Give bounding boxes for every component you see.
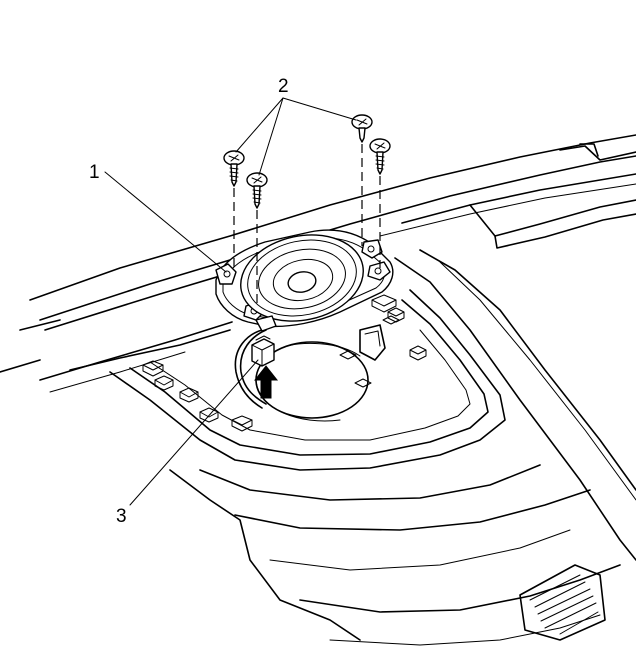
callout-2-label: 2 xyxy=(278,76,289,97)
speaker-wiring-harness xyxy=(234,329,267,409)
screw-center-left xyxy=(246,172,268,209)
screw-center-right xyxy=(351,114,373,143)
screw-right xyxy=(369,138,391,175)
radio-speaker xyxy=(215,229,394,332)
mounting-boss-group xyxy=(142,294,427,432)
up-arrow-icon xyxy=(253,365,279,399)
callout-leaders xyxy=(104,97,357,506)
callout-2-leader-a xyxy=(235,97,284,153)
callout-1-leader xyxy=(104,171,227,273)
callout-3-leader xyxy=(129,359,259,506)
screw-alignment-lines xyxy=(233,144,381,308)
screw-left xyxy=(223,150,245,187)
callout-2-leader-c xyxy=(282,97,357,121)
callout-3-label: 3 xyxy=(116,506,127,527)
speaker-electrical-connector xyxy=(251,335,275,367)
callout-2-leader-b xyxy=(258,97,284,176)
instrument-panel xyxy=(0,134,636,646)
callout-1-label: 1 xyxy=(89,162,100,183)
